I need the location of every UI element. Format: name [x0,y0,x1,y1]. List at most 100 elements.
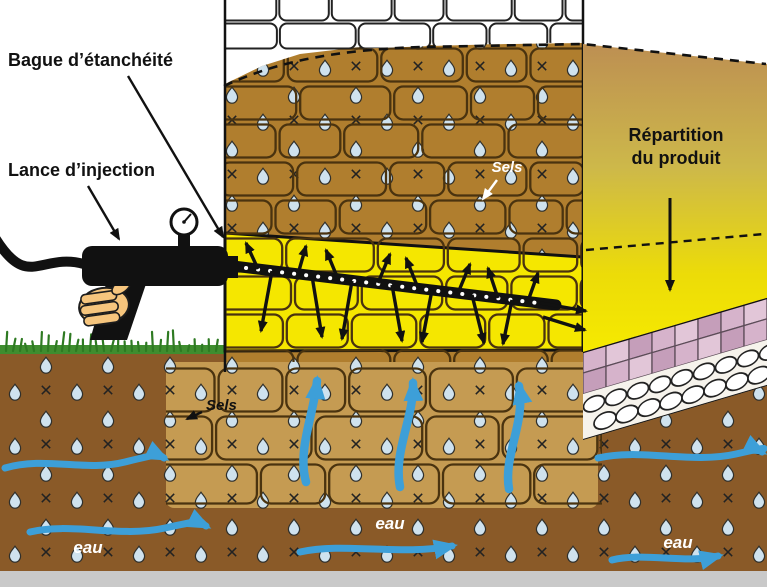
rising-damp-arrow [394,377,424,492]
label-repartition-1: Répartition [628,125,723,145]
hand [78,277,132,327]
leader-arrow-sels-wall [481,179,498,201]
rubble-stone [604,388,628,407]
labels: Bague d’étanchéité Lance d’injection Rép… [8,50,724,557]
stone-outline [507,123,583,159]
stone-outline [217,367,284,413]
grass-blade [11,337,17,353]
stone-outline [469,85,536,121]
rubble-stone [692,362,716,381]
grass-blade [31,340,36,353]
diffusion-arrow [404,256,420,289]
wall-top-masonry [225,0,583,50]
diffusion-arrow [526,271,540,302]
stone-outline [166,463,259,505]
leader-arrow-bague [126,75,225,239]
stone-outline [278,0,330,22]
grass-blade [39,330,44,353]
water-arrow [26,508,212,536]
rubble-stone [736,349,760,368]
diffusion-arrow [486,266,500,299]
diffusion-arrow [500,299,514,346]
stone-outline [419,313,487,349]
label-eau-right: eau [663,533,693,552]
stone-outline [225,199,273,235]
stone-outline [328,463,441,505]
rubble-stone [583,394,606,413]
stone-outline [278,123,342,159]
grass-blade [130,339,134,353]
diffusion-arrow [296,244,309,275]
stone-outline [445,0,513,22]
stone-outline [285,237,375,273]
diffusion-arrow [338,280,354,341]
rubble-stone [747,365,767,385]
stone-outline [380,47,464,83]
diffusion-arrows [244,241,588,346]
diffusion-arrow [539,301,588,315]
stone-outline [225,85,298,121]
wall [166,0,602,508]
diffusion-arrow [456,262,472,294]
grass [0,329,225,354]
floor [583,297,767,440]
grass-blade [94,339,99,353]
stone-outline [393,85,469,121]
dashed-injection-level [585,232,765,252]
rubble-stone [714,355,738,374]
stone-outline [580,237,583,273]
stone-outline [388,161,446,197]
grass-blade [214,338,219,353]
stone-outline [166,367,216,413]
stone-outline [488,313,546,349]
stone-outline [299,85,392,121]
diffusion-arrow [470,294,487,345]
rubble-stone [670,368,694,387]
grass-blade [171,329,176,353]
stone-outline [330,0,393,22]
water-arrows [1,375,767,570]
rod-perforations [244,266,548,306]
stone-outline [350,313,418,349]
foundation-stone-joints [166,367,602,505]
stone-outline [259,463,327,505]
stone-outline [441,463,532,505]
label-eau-left: eau [73,538,103,557]
injection-rod-group [227,241,588,346]
stone-outline [425,415,500,461]
foundation-texture [166,362,598,508]
gauge-stem [178,233,190,249]
stone-outline [446,237,521,273]
stone-outline [274,199,337,235]
leader-arrow-sels-soil [185,410,203,421]
stone-outline [529,161,583,197]
grass-blade [186,344,191,353]
diffusion-arrow [542,315,587,332]
grass-blade [24,342,29,353]
diffusion-arrow [418,289,434,344]
stone-outline [550,349,583,372]
stone-outline [547,313,583,349]
stone-outline [421,123,506,159]
label-sels-soil: Sels [206,397,237,414]
stone-outline [428,199,507,235]
stone-outline [522,237,579,273]
stone-outline [296,161,388,197]
stone-outline [529,47,583,83]
stone-outline [501,415,599,461]
stone-outline [533,463,602,505]
dashed-top-outline [223,42,767,88]
label-repartition-2: du produit [632,148,721,168]
grass-blade [136,340,141,353]
grass-blade [109,338,116,353]
stone-outline [343,123,420,159]
stone-outline [348,367,428,413]
stone-outline [338,199,428,235]
diffusion-arrow [310,275,326,339]
water-arrow [296,539,458,560]
stone-outline [565,199,583,235]
stone-outline [225,123,277,159]
water-arrow [608,550,724,570]
